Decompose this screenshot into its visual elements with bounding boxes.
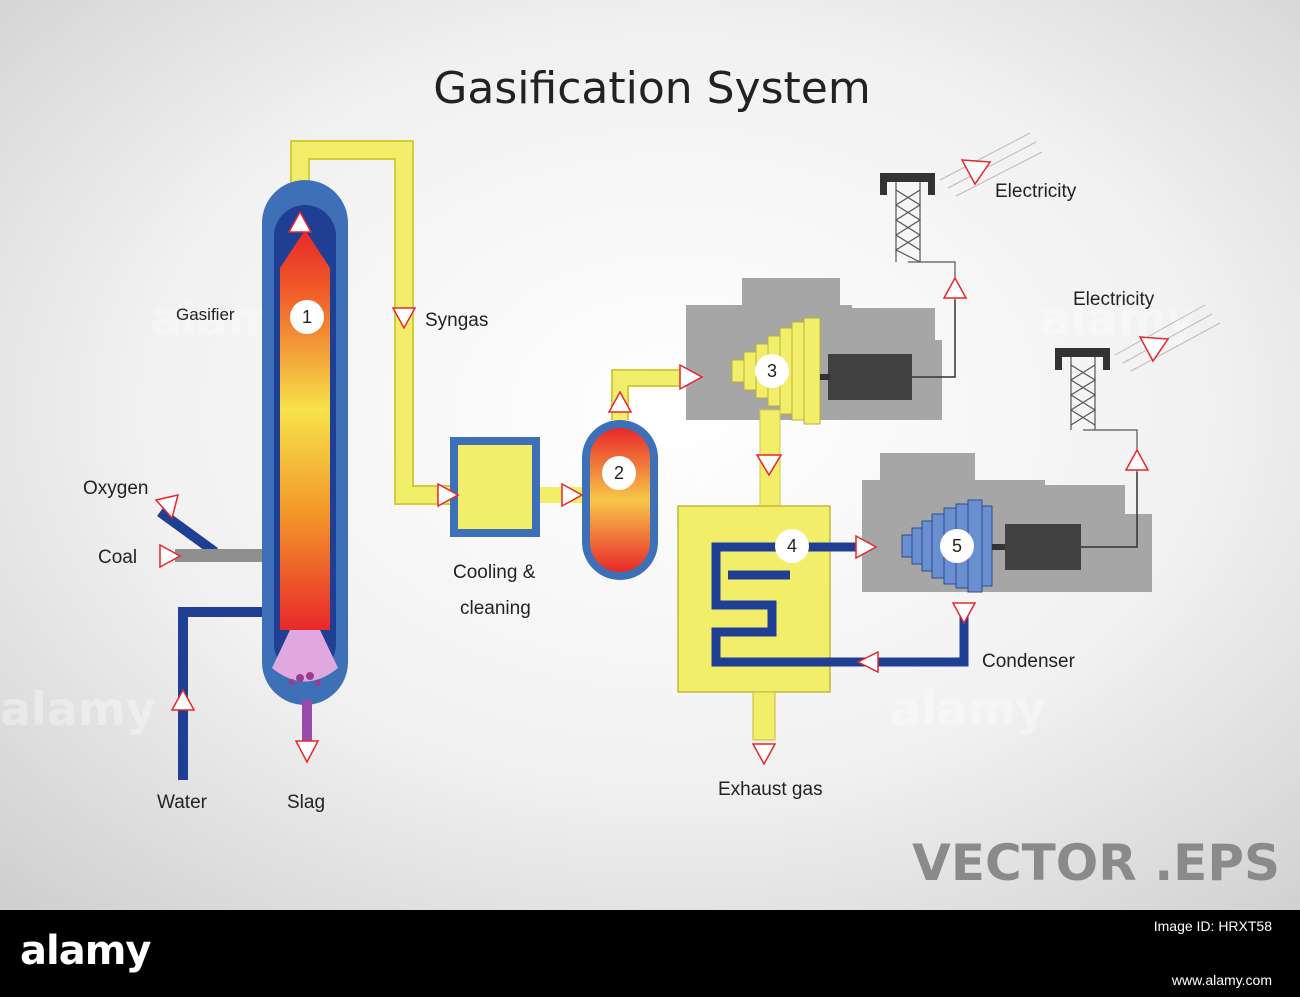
label-slag: Slag [287,792,325,813]
label-electricity-mid: Electricity [1073,289,1155,310]
flow-arrows [154,159,1170,766]
arrow-oxygen [154,493,180,520]
arrow-condenser-down [951,602,977,625]
label-electricity-top: Electricity [995,181,1077,202]
watermark-bottom-left: alamy [0,682,156,736]
vector-eps-badge: VECTOR .EPS [912,834,1280,892]
stage-marker-4: 4 [775,529,809,563]
stage-marker-2: 2 [602,456,636,490]
gasifier-vessel [262,180,348,745]
stage-marker-5: 5 [940,529,974,563]
label-coal: Coal [98,547,137,568]
arrow-water [170,688,196,711]
label-syngas: Syngas [425,310,488,331]
label-gasifier: Gasifier [176,305,235,324]
transmission-tower-lower [1055,304,1221,472]
arrow-electricity-out-2 [1138,336,1170,363]
label-cooling-1: Cooling & [453,562,536,583]
arrow-slag [294,740,320,764]
watermark-bottom-center: alamy [890,682,1046,736]
footer-image-id: Image ID: HRXT58 [1153,918,1272,934]
arrow-exhaust-out [751,743,777,766]
steam-turbine-unit [862,453,1152,593]
feed-lines [157,507,275,780]
arrow-to-combustor [561,482,584,508]
cooling-cleaning-unit [450,437,540,537]
arrow-syngas-down [391,307,417,330]
combustor-vessel [582,420,658,580]
arrow-exhaust-down [755,454,783,477]
arrow-to-turbine [679,363,704,391]
footer-logo: alamy [20,928,151,974]
arrow-condenser-return [856,650,879,674]
label-oxygen: Oxygen [83,478,148,499]
svg-text:1: 1 [302,307,312,327]
stage-marker-1: 1 [290,300,324,334]
arrow-electricity-up-1 [942,276,968,299]
arrow-electricity-out-1 [960,159,992,186]
arrow-to-steam-turbine [855,534,878,560]
arrow-syngas-up [287,210,313,233]
svg-text:2: 2 [614,463,624,483]
page-title: Gasification System [433,63,870,114]
gasification-diagram: alamy alamy alamy alamy alamy Gasificati… [0,0,1300,910]
footer-url: www.alamy.com [1171,972,1272,988]
svg-text:5: 5 [952,536,962,556]
label-water: Water [157,792,208,813]
arrow-electricity-up-2 [1124,448,1150,471]
label-exhaust: Exhaust gas [718,779,823,800]
gas-turbine-unit [686,278,956,425]
stock-footer: alamy Image ID: HRXT58 www.alamy.com [0,910,1300,997]
svg-text:4: 4 [787,536,797,556]
label-condenser: Condenser [982,651,1076,672]
arrow-combustor-up [607,390,633,413]
svg-text:3: 3 [767,361,777,381]
label-cooling-2: cleaning [460,598,531,619]
arrow-to-cooling [437,482,460,508]
arrow-coal [159,543,182,569]
stage-markers: 1 2 3 4 5 [290,300,974,563]
stage-marker-3: 3 [755,354,789,388]
